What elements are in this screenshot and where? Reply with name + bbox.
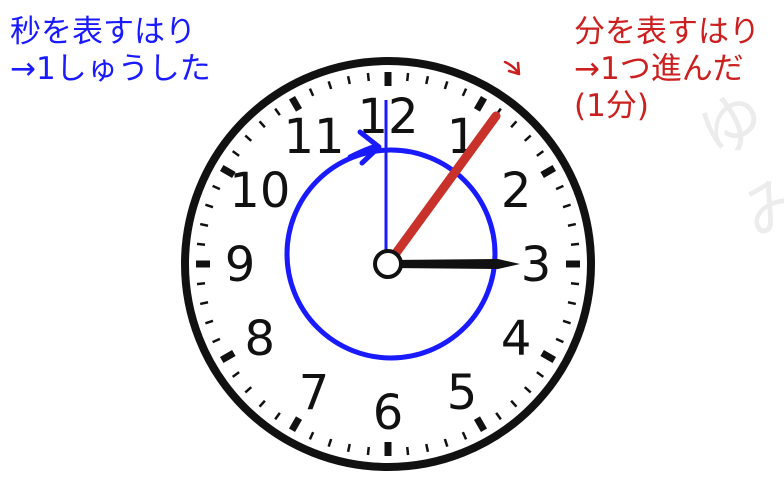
hour-tick <box>219 349 236 364</box>
minute-tick <box>258 399 266 408</box>
minute-tick <box>536 150 545 157</box>
numeral-6: 6 <box>373 385 404 441</box>
numeral-7: 7 <box>299 365 330 421</box>
minute-tick <box>327 438 333 447</box>
numeral-2: 2 <box>501 163 532 219</box>
minute-tick <box>555 184 564 191</box>
minute-tick <box>205 203 214 209</box>
hour-hand <box>390 259 520 269</box>
minute-tick <box>443 81 449 90</box>
minute-tick <box>327 81 333 90</box>
minute-tick <box>523 134 532 142</box>
minute-tick <box>258 120 266 129</box>
minute-tick <box>274 412 281 421</box>
numeral-10: 10 <box>229 163 290 219</box>
minute-hand-annotation-line3: (1分) <box>574 88 649 124</box>
minute-tick <box>346 75 351 85</box>
minute-tick <box>562 319 571 325</box>
numeral-9: 9 <box>225 237 256 293</box>
minute-tick <box>205 319 214 325</box>
minute-tick <box>366 446 371 456</box>
minute-hand <box>383 111 501 269</box>
center-hub <box>373 249 403 279</box>
hour-tick <box>473 416 488 433</box>
minute-tick <box>196 281 206 286</box>
minute-hand-annotation: 分を表すはり →1つ進んだ (1分) <box>574 14 760 125</box>
hour-tick <box>540 349 557 364</box>
minute-advance-arrow-icon <box>503 60 521 76</box>
hour-tick <box>288 416 303 433</box>
minute-tick <box>567 301 577 306</box>
minute-tick <box>308 431 315 440</box>
minute-tick <box>274 107 281 116</box>
minute-tick <box>199 222 209 227</box>
minute-tick <box>495 412 502 421</box>
minute-tick <box>244 386 253 394</box>
minute-tick <box>570 281 580 286</box>
blue-arrowhead-icon <box>357 129 382 166</box>
hour-tick <box>219 164 236 179</box>
minute-tick <box>405 72 410 82</box>
minute-tick-marks <box>196 72 580 456</box>
numeral-3: 3 <box>521 237 552 293</box>
minute-tick <box>425 75 430 85</box>
minute-tick <box>570 242 580 247</box>
minute-tick <box>461 88 468 97</box>
second-hand-rotation-arrowhead <box>347 143 379 160</box>
minute-tick <box>308 88 315 97</box>
minute-tick <box>405 446 410 456</box>
second-hand-rotation-circle <box>284 147 498 361</box>
minute-tick <box>196 242 206 247</box>
minute-tick <box>366 72 371 82</box>
minute-tick <box>523 386 532 394</box>
minute-tick <box>461 431 468 440</box>
minute-tick <box>536 371 545 378</box>
minute-hand-annotation-line1: 分を表すはり <box>574 14 760 50</box>
second-hand-annotation-line1: 秒を表すはり <box>10 14 196 50</box>
second-hand-annotation-line2: →1しゅうした <box>10 51 211 87</box>
minute-tick <box>231 150 240 157</box>
minute-tick <box>510 399 518 408</box>
numeral-11: 11 <box>283 109 344 165</box>
minute-tick <box>567 222 577 227</box>
minute-tick <box>212 184 221 191</box>
minute-tick <box>443 438 449 447</box>
minute-tick <box>244 134 253 142</box>
second-hand-annotation: 秒を表すはり →1しゅうした <box>10 14 211 88</box>
numeral-4: 4 <box>501 311 532 367</box>
minute-tick <box>346 443 351 453</box>
minute-tick <box>231 371 240 378</box>
hour-tick <box>473 95 488 112</box>
numeral-5: 5 <box>447 365 478 421</box>
minute-tick <box>555 337 564 344</box>
minute-tick <box>562 203 571 209</box>
minute-tick <box>199 301 209 306</box>
numeral-8: 8 <box>245 311 276 367</box>
minute-tick <box>510 120 518 129</box>
minute-hand-annotation-line2: →1つ進んだ <box>574 51 744 87</box>
minute-tick <box>425 443 430 453</box>
hour-tick <box>288 95 303 112</box>
hour-tick <box>540 164 557 179</box>
minute-tick <box>212 337 221 344</box>
